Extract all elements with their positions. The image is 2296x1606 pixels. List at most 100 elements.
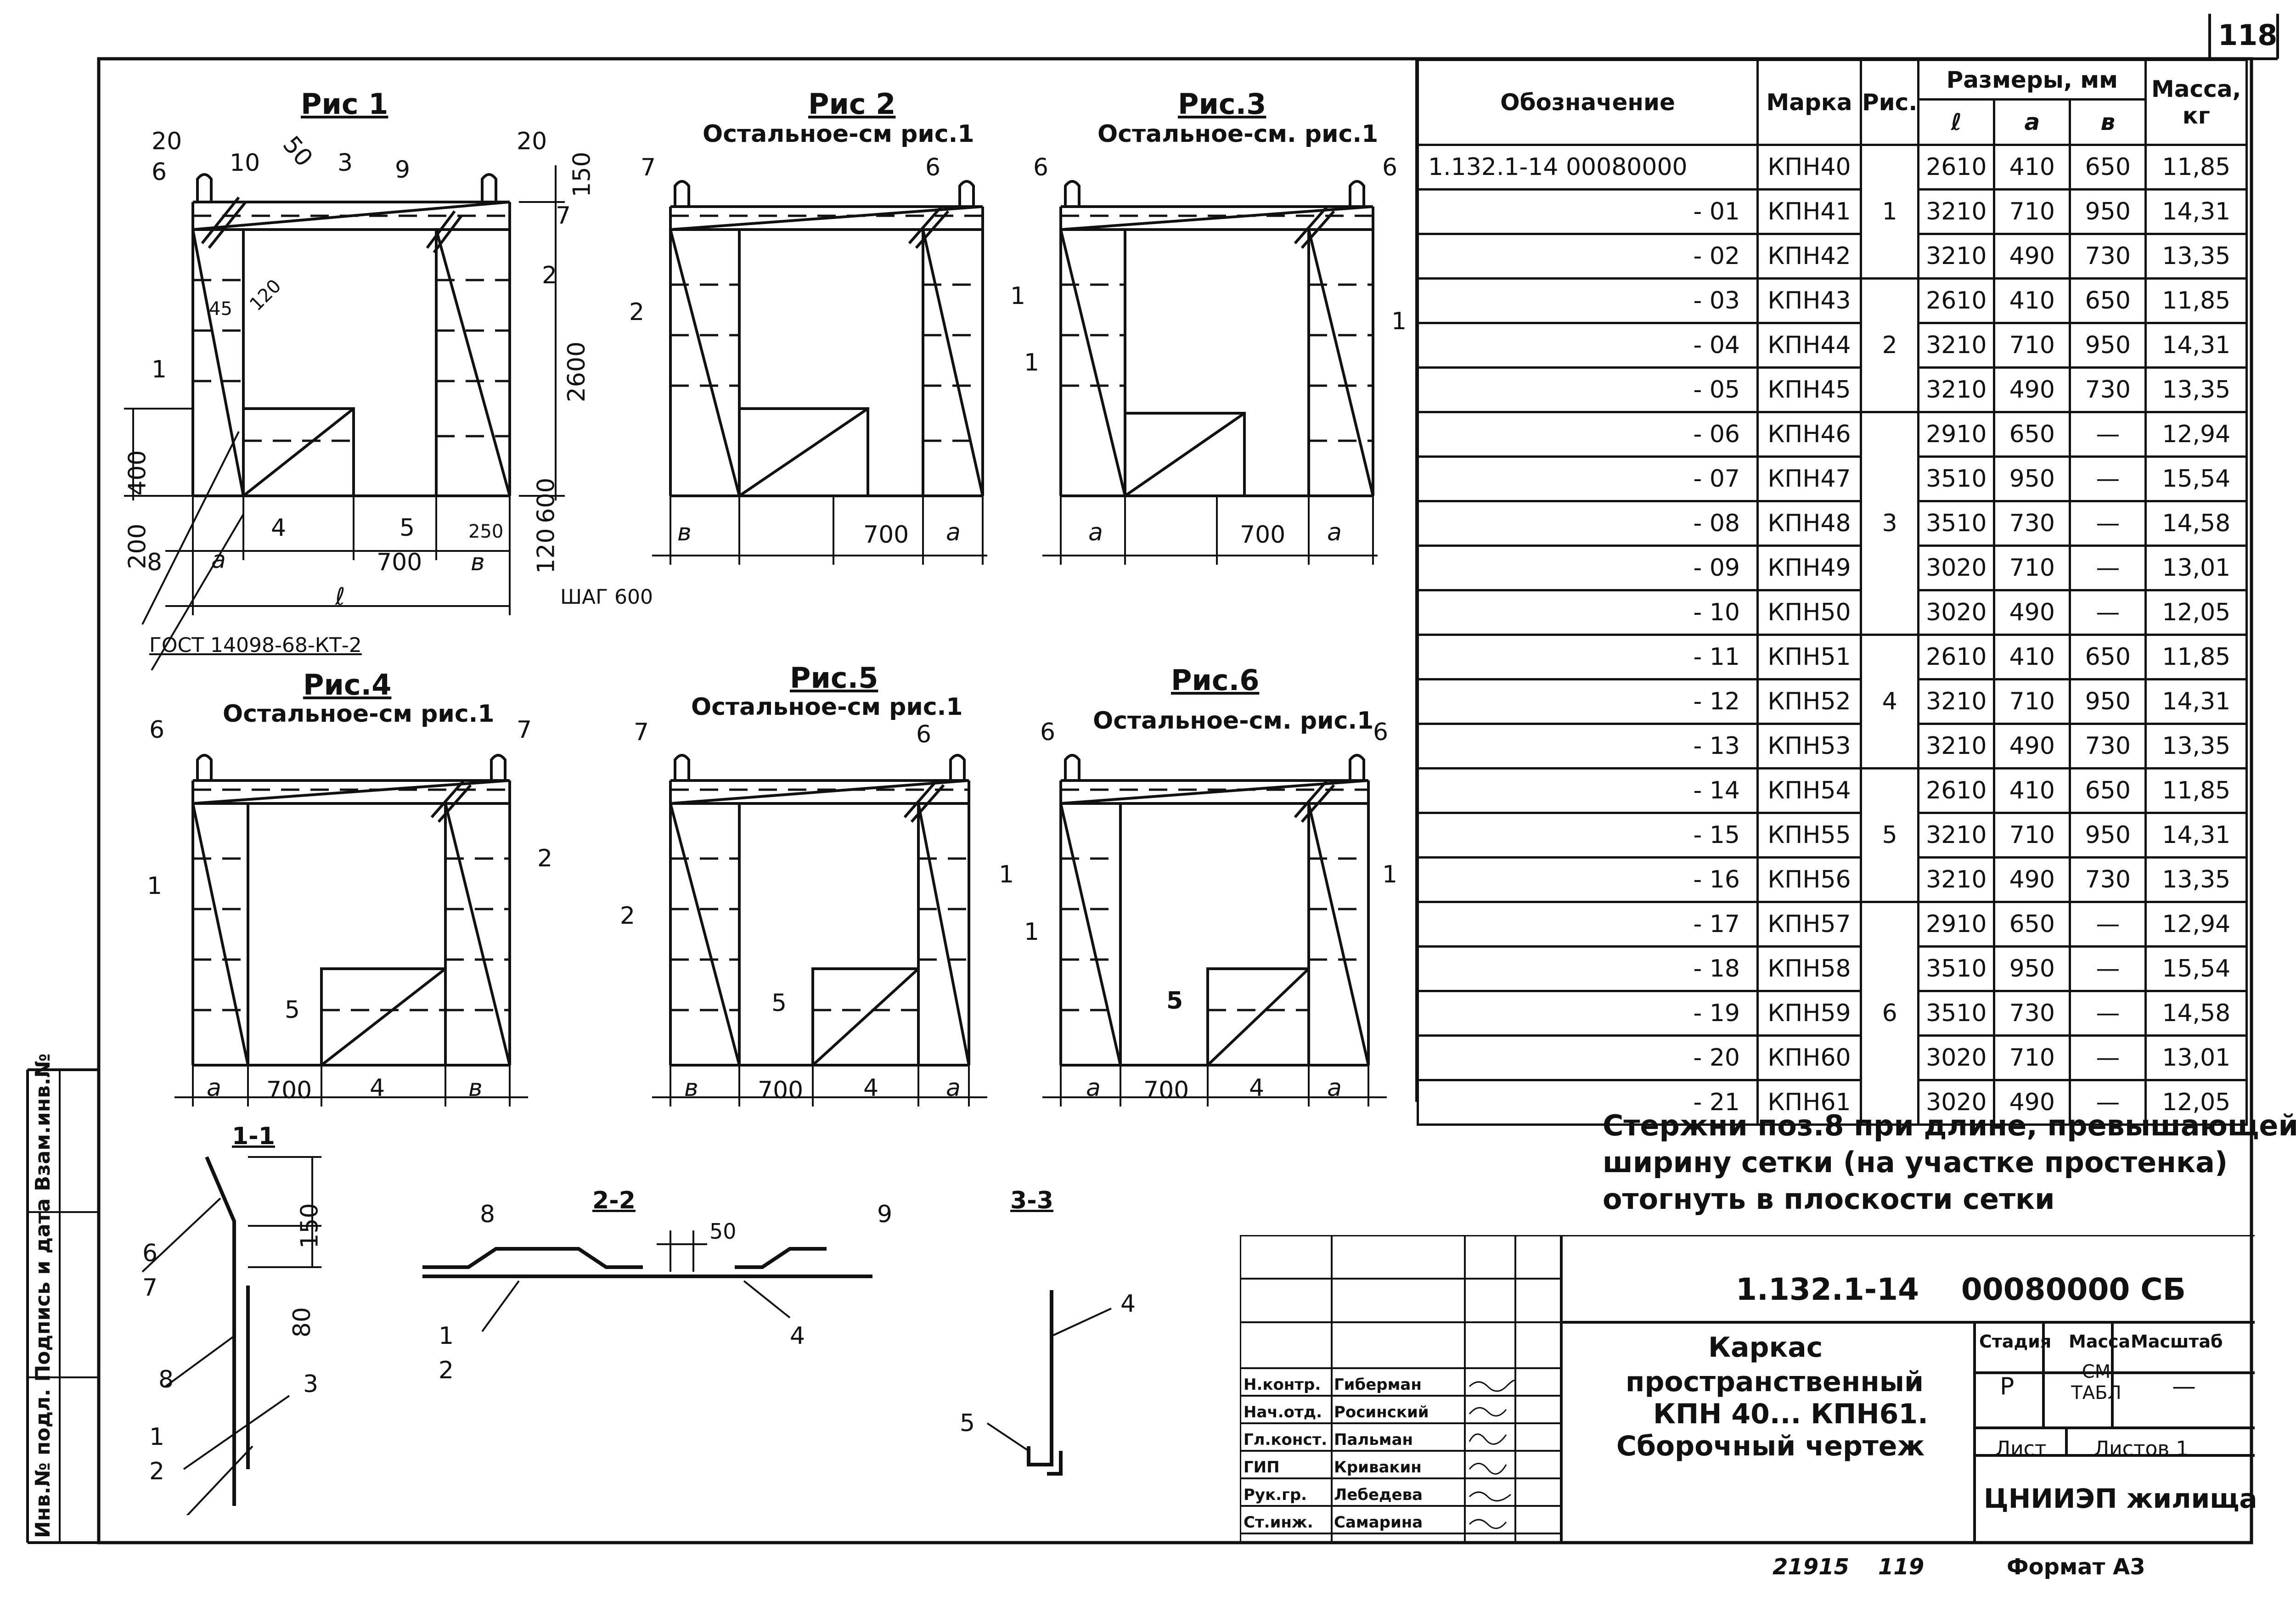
cell-fig: 1	[1859, 144, 1920, 280]
cell-l: 3210	[1917, 812, 1996, 859]
fig3-pos-1a: 1	[1024, 349, 1040, 376]
cell-a: 410	[1993, 767, 2071, 814]
footer-num-2: 119	[1878, 1554, 1925, 1580]
cell-l: 3210	[1917, 856, 1996, 903]
fig1-pos-2: 2	[542, 262, 557, 289]
fig5-pos-1: 1	[999, 861, 1014, 888]
fig2-dim-b: в	[677, 519, 692, 546]
cell-designation: - 10	[1417, 589, 1759, 636]
section-2-2-pos-2: 2	[439, 1357, 454, 1384]
cell-mark: КПН46	[1756, 411, 1862, 458]
cell-b: 730	[2069, 233, 2147, 280]
fig5-note: Остальное-см рис.1	[691, 693, 963, 721]
cell-a: 410	[1993, 144, 2071, 191]
cell-a: 730	[1993, 990, 2071, 1037]
cell-mark: КПН57	[1756, 901, 1862, 948]
cell-mark: КПН47	[1756, 455, 1862, 502]
cell-a: 950	[1993, 455, 2071, 502]
cell-l: 2610	[1917, 144, 1996, 191]
fig3-dim-700: 700	[1240, 521, 1286, 549]
cell-l: 3210	[1917, 723, 1996, 769]
doc-code: 1.132.1-14 00080000 СБ	[1736, 1272, 2186, 1307]
fig1-step: ШАГ 600	[560, 585, 653, 609]
fig3-note: Остальное-см. рис.1	[1097, 120, 1379, 148]
sheet-label: Лист	[1995, 1437, 2047, 1460]
cell-a: 490	[1993, 366, 2071, 413]
fig5-dim-b: в	[684, 1074, 698, 1102]
fig5-pos-5: 5	[771, 989, 787, 1017]
cell-designation: - 13	[1417, 723, 1759, 769]
cell-designation: - 14	[1417, 767, 1759, 814]
fig4-dim-700: 700	[266, 1077, 312, 1104]
cell-mass: 11,85	[2144, 277, 2248, 324]
cell-b: —	[2069, 589, 2147, 636]
side-stamp: Инв.№ подл. Подпись и дата Взам.инв.№	[31, 1053, 55, 1538]
cell-mark: КПН52	[1756, 678, 1862, 725]
cell-b: 650	[2069, 144, 2147, 191]
cell-mass: 12,05	[2144, 589, 2248, 636]
cell-b: 650	[2069, 277, 2147, 324]
cell-designation: - 17	[1417, 901, 1759, 948]
stage-label: Стадия	[1979, 1331, 2052, 1352]
header-l: ℓ	[1917, 98, 1996, 146]
cell-mark: КПН59	[1756, 990, 1862, 1037]
cell-a: 710	[1993, 812, 2071, 859]
fig2-dim-a: a	[946, 519, 961, 546]
cell-mark: КПН53	[1756, 723, 1862, 769]
cell-l: 3210	[1917, 322, 1996, 369]
cell-b: 730	[2069, 856, 2147, 903]
cell-designation: - 04	[1417, 322, 1759, 369]
section-2-2-pos-4: 4	[790, 1322, 805, 1350]
signer-role: Нач.отд.	[1244, 1403, 1322, 1421]
fig1-dim-20-right: 20	[517, 128, 547, 155]
mass-label: Масса	[2069, 1331, 2131, 1352]
cell-l: 2610	[1917, 634, 1996, 680]
header-b: в	[2069, 98, 2147, 146]
cell-designation: - 05	[1417, 366, 1759, 413]
doc-name-1: Каркас	[1708, 1331, 1823, 1364]
cell-mass: 15,54	[2144, 945, 2248, 992]
section-3-3-pos-4: 4	[1120, 1290, 1136, 1318]
cell-a: 650	[1993, 411, 2071, 458]
cell-designation: - 09	[1417, 545, 1759, 591]
cell-b: —	[2069, 455, 2147, 502]
fig1-dim-600: 600	[532, 477, 560, 523]
cell-l: 3510	[1917, 990, 1996, 1037]
cell-b: —	[2069, 500, 2147, 547]
fig6-dim-a: a	[1086, 1074, 1101, 1102]
section-2-2-drawing	[422, 1230, 872, 1332]
fig4-note: Остальное-см рис.1	[223, 700, 495, 728]
cell-fig: 5	[1859, 767, 1920, 903]
cell-fig: 6	[1859, 901, 1920, 1126]
fig6-dim-a2: a	[1327, 1074, 1342, 1102]
fig1-dim-20-left: 20	[152, 128, 182, 155]
cell-b: 650	[2069, 634, 2147, 680]
cell-mark: КПН41	[1756, 188, 1862, 235]
cell-b: —	[2069, 411, 2147, 458]
fig1-pos-9: 9	[395, 156, 411, 184]
cell-b: 730	[2069, 723, 2147, 769]
specification-table: Обозначение Марка Рис. Размеры, мм Масса…	[1417, 58, 2248, 1126]
fig4-dim-a: a	[207, 1074, 221, 1102]
fig1-dim-a: a	[211, 546, 226, 574]
signer-role: Ст.инж.	[1244, 1513, 1313, 1532]
fig4-dim-b: в	[468, 1074, 483, 1102]
cell-b: —	[2069, 545, 2147, 591]
stage-value: Р	[2000, 1373, 2015, 1400]
cell-l: 3020	[1917, 1034, 1996, 1081]
fig5-pos-4: 4	[863, 1074, 879, 1102]
section-1-1-pos-6: 6	[142, 1240, 158, 1267]
cell-mass: 15,54	[2144, 455, 2248, 502]
cell-l: 3020	[1917, 545, 1996, 591]
header-sizes: Размеры, мм	[1917, 58, 2147, 101]
cell-mass: 11,85	[2144, 634, 2248, 680]
cell-a: 490	[1993, 723, 2071, 769]
